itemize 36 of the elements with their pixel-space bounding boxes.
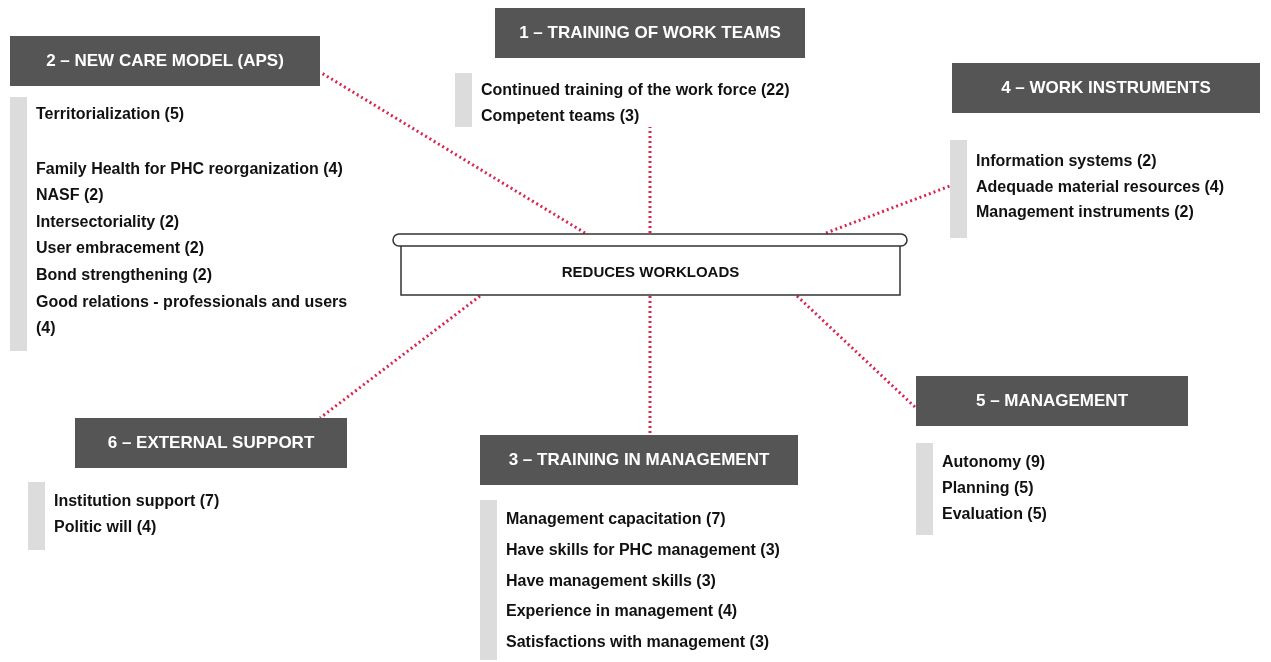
- list-item: Good relations - professionals and users (4): [36, 291, 349, 339]
- category-heading: 3 – TRAINING IN MANAGEMENT: [480, 435, 798, 485]
- dotted-connector: [648, 127, 652, 233]
- dotted-connector: [319, 294, 481, 420]
- category-heading: 5 – MANAGEMENT: [916, 376, 1188, 426]
- list-item: Management instruments (2): [976, 202, 1195, 222]
- list-item: Planning (5): [942, 478, 1035, 498]
- dotted-connector: [795, 294, 918, 410]
- list-item: Family Health for PHC reorganization (4): [36, 158, 344, 179]
- dotted-connector: [648, 296, 652, 435]
- list-item: NASF (2): [36, 185, 105, 206]
- list-item: Evaluation (5): [942, 504, 1048, 524]
- dotted-connector: [319, 70, 586, 235]
- list-item: Have management skills (3): [506, 570, 717, 591]
- list-item: Politic will (4): [54, 517, 158, 537]
- banner-title: REDUCES WORKLOADS: [560, 261, 741, 282]
- scroll-banner: [392, 233, 908, 296]
- list-item: Intersectoriality (2): [36, 211, 181, 232]
- category-heading: 1 – TRAINING OF WORK TEAMS: [495, 8, 805, 58]
- list-item: Autonomy (9): [942, 452, 1047, 472]
- list-item: Competent teams (3): [481, 106, 641, 126]
- list-item: Experience in management (4): [506, 601, 739, 622]
- list-item: Adequade material resources (4): [976, 176, 1226, 197]
- list-item: Bond strengthening (2): [36, 264, 213, 285]
- list-item: User embracement (2): [36, 238, 206, 259]
- category-heading: 4 – WORK INSTRUMENTS: [952, 63, 1260, 113]
- list-item: Satisfactions with management (3): [506, 632, 771, 653]
- list-item: Management capacitation (7): [506, 509, 727, 529]
- category-heading: 2 – NEW CARE MODEL (APS): [10, 36, 320, 86]
- dotted-connector: [825, 184, 951, 235]
- list-item: Have skills for PHC management (3): [506, 539, 781, 560]
- list-item: Institution support (7): [54, 491, 221, 511]
- list-item: Information systems (2): [976, 151, 1158, 171]
- list-item: Continued training of the work force (22): [481, 80, 791, 100]
- category-heading: 6 – EXTERNAL SUPPORT: [75, 418, 347, 468]
- list-item: Territorialization (5): [36, 104, 186, 124]
